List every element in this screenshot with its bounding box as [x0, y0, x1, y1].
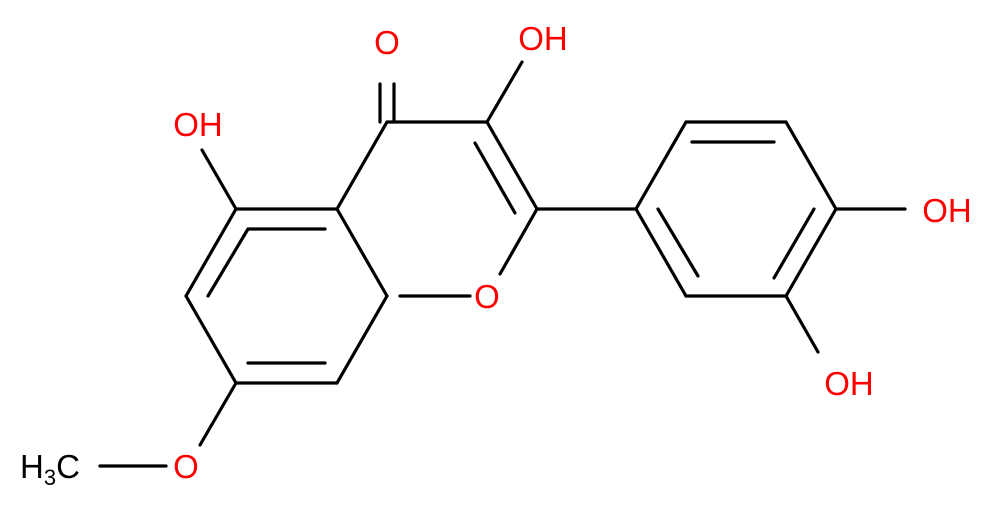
bond — [634, 120, 688, 211]
hydroxyl-3-label: OH — [518, 20, 568, 57]
methyl-label: H3C — [20, 448, 80, 490]
bond — [772, 207, 816, 280]
bond-lines — [98, 60, 907, 468]
bond — [200, 148, 238, 211]
bond — [485, 120, 539, 211]
bond — [498, 207, 539, 276]
bond — [656, 207, 700, 278]
ring-oxygen-label: O — [474, 278, 500, 315]
carbonyl-oxygen-label: O — [374, 24, 400, 61]
bond — [335, 294, 389, 385]
bond — [184, 207, 238, 298]
bond — [485, 60, 524, 124]
methoxy-oxygen-label: O — [173, 448, 199, 485]
bond — [784, 120, 838, 211]
methyl-c: C — [56, 448, 80, 485]
bond — [335, 207, 389, 298]
methyl-subscript: 3 — [44, 465, 56, 490]
bond — [206, 227, 250, 298]
bond — [335, 120, 389, 211]
methyl-h: H — [20, 448, 44, 485]
hydroxyl-4prime-label: OH — [922, 192, 972, 229]
hydroxyl-3prime-label: OH — [824, 365, 874, 402]
bond — [198, 381, 238, 447]
atom-labels: O OH OH O OH OH O H3C — [20, 20, 972, 490]
hydroxyl-5-label: OH — [173, 106, 223, 143]
bond — [634, 207, 688, 298]
bond — [184, 294, 238, 385]
bond — [473, 141, 517, 215]
bond — [784, 294, 820, 354]
bond — [784, 207, 838, 298]
